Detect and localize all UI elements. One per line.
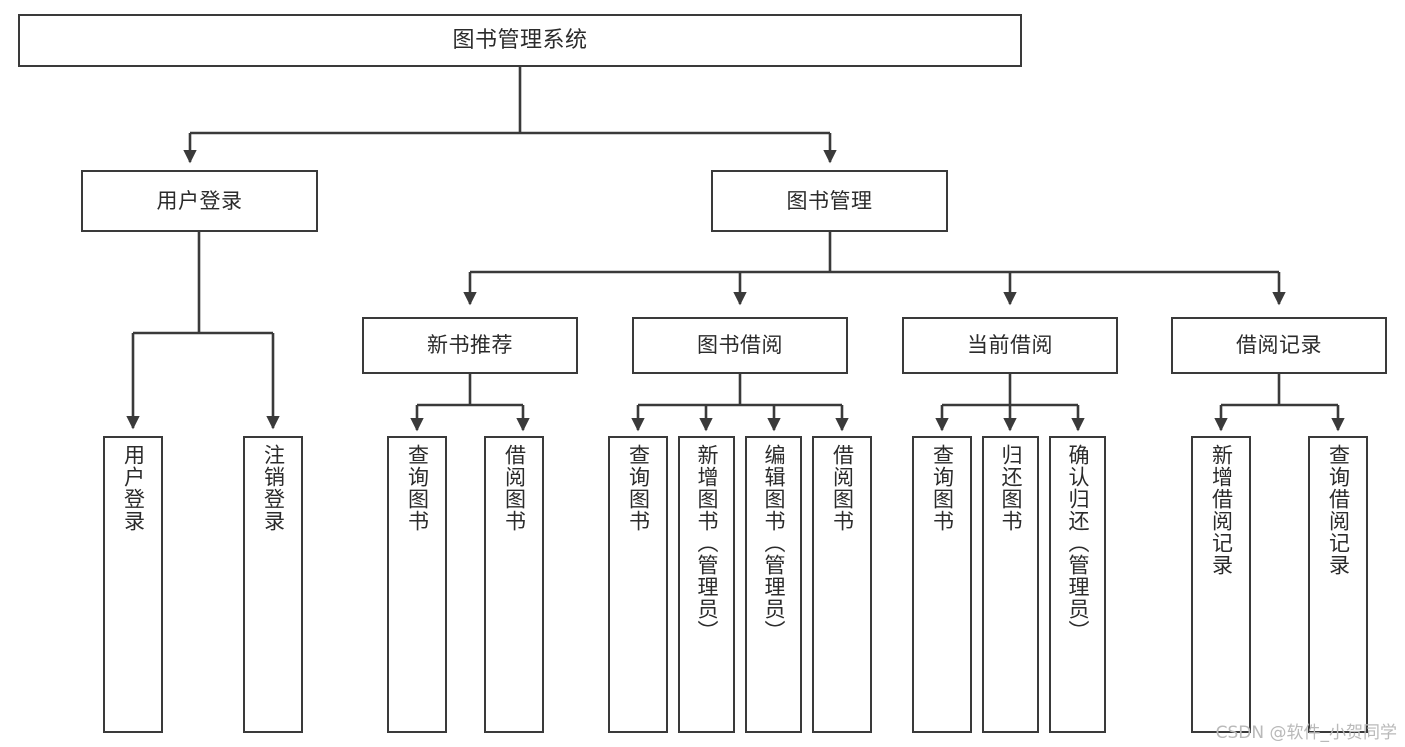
- node-label: 新书推荐: [427, 333, 513, 358]
- csdn-watermark: CSDN @软件_小贺同学: [1215, 723, 1397, 743]
- leaf-borrow-query-book[interactable]: 查询图书: [608, 436, 668, 733]
- node-borrow-record[interactable]: 借阅记录: [1171, 317, 1387, 374]
- leaf-user-login[interactable]: 用户登录: [103, 436, 163, 733]
- node-label: 查询图书: [930, 444, 955, 532]
- leaf-borrow-add-book[interactable]: 新增图书（管理员）: [678, 436, 735, 733]
- node-label: 借阅图书: [502, 444, 527, 532]
- leaf-logout[interactable]: 注销登录: [243, 436, 303, 733]
- node-label: 借阅记录: [1236, 333, 1322, 358]
- node-label: 新增图书（管理员）: [695, 444, 719, 642]
- node-label: 借阅图书: [830, 444, 855, 532]
- node-label: 图书管理系统: [452, 27, 588, 53]
- leaf-record-query[interactable]: 查询借阅记录: [1308, 436, 1368, 733]
- node-label: 用户登录: [121, 444, 146, 532]
- node-book-management[interactable]: 图书管理: [711, 170, 948, 232]
- leaf-borrow-borrow-book[interactable]: 借阅图书: [812, 436, 872, 733]
- node-label: 确认归还（管理员）: [1066, 444, 1090, 642]
- node-label: 归还图书: [999, 444, 1023, 532]
- node-label: 注销登录: [261, 444, 286, 532]
- node-label: 用户登录: [156, 188, 243, 213]
- node-user-login[interactable]: 用户登录: [81, 170, 318, 232]
- leaf-recommend-borrow-book[interactable]: 借阅图书: [484, 436, 544, 733]
- leaf-current-confirm-return[interactable]: 确认归还（管理员）: [1049, 436, 1106, 733]
- node-label: 查询图书: [405, 444, 430, 532]
- node-label: 当前借阅: [967, 333, 1053, 358]
- leaf-current-query-book[interactable]: 查询图书: [912, 436, 972, 733]
- node-label: 查询图书: [626, 444, 651, 532]
- node-label: 图书管理: [786, 188, 873, 213]
- node-new-book-recommend[interactable]: 新书推荐: [362, 317, 578, 374]
- leaf-borrow-edit-book[interactable]: 编辑图书（管理员）: [745, 436, 802, 733]
- node-current-borrow[interactable]: 当前借阅: [902, 317, 1118, 374]
- node-label: 新增借阅记录: [1209, 444, 1234, 576]
- leaf-current-return-book[interactable]: 归还图书: [982, 436, 1039, 733]
- leaf-recommend-query-book[interactable]: 查询图书: [387, 436, 447, 733]
- node-label: 图书借阅: [697, 333, 783, 358]
- node-label: 查询借阅记录: [1326, 444, 1351, 576]
- node-root-system[interactable]: 图书管理系统: [18, 14, 1022, 67]
- leaf-record-add[interactable]: 新增借阅记录: [1191, 436, 1251, 733]
- node-book-borrow[interactable]: 图书借阅: [632, 317, 848, 374]
- node-label: 编辑图书（管理员）: [762, 444, 786, 642]
